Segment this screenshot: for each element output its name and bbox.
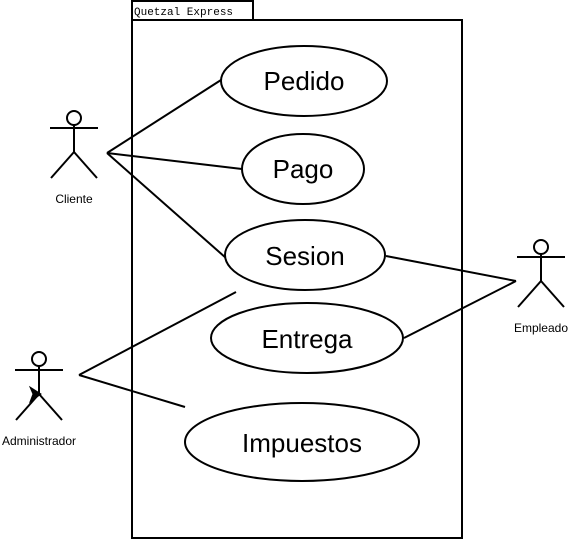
use-case-label: Pedido xyxy=(264,66,345,96)
association-administrador-sesion xyxy=(78,291,237,376)
use-case-label: Entrega xyxy=(261,324,353,354)
association-cliente-sesion xyxy=(106,152,227,259)
association-empleado-sesion xyxy=(385,255,517,282)
actor-label: Empleado xyxy=(514,321,568,335)
use-case-label: Impuestos xyxy=(242,428,362,458)
association-empleado-entrega xyxy=(403,280,517,339)
system-name: Quetzal Express xyxy=(134,7,233,19)
use-case-pedido[interactable]: Pedido xyxy=(220,45,388,117)
stick-figure-icon xyxy=(15,351,63,421)
use-case-pago[interactable]: Pago xyxy=(241,133,365,205)
actor-administrador[interactable]: Administrador xyxy=(2,351,76,448)
stick-figure-icon xyxy=(50,110,98,179)
mouse-cursor-icon xyxy=(28,385,42,404)
associations xyxy=(78,79,517,408)
stick-figure-icon xyxy=(517,239,565,308)
use-case-sesion[interactable]: Sesion xyxy=(224,219,386,291)
actor-cliente[interactable]: Cliente xyxy=(50,110,98,206)
system-name-tab xyxy=(131,0,254,21)
use-case-entrega[interactable]: Entrega xyxy=(210,302,404,374)
actor-label: Administrador xyxy=(2,434,76,448)
association-administrador-impuestos xyxy=(78,374,186,408)
actor-label: Cliente xyxy=(55,192,93,206)
actor-empleado[interactable]: Empleado xyxy=(514,239,568,335)
use-case-label: Pago xyxy=(273,154,334,184)
use-case-label: Sesion xyxy=(265,241,345,271)
association-cliente-pago xyxy=(106,152,243,170)
association-cliente-pedido xyxy=(106,79,222,154)
use-case-impuestos[interactable]: Impuestos xyxy=(184,402,420,482)
